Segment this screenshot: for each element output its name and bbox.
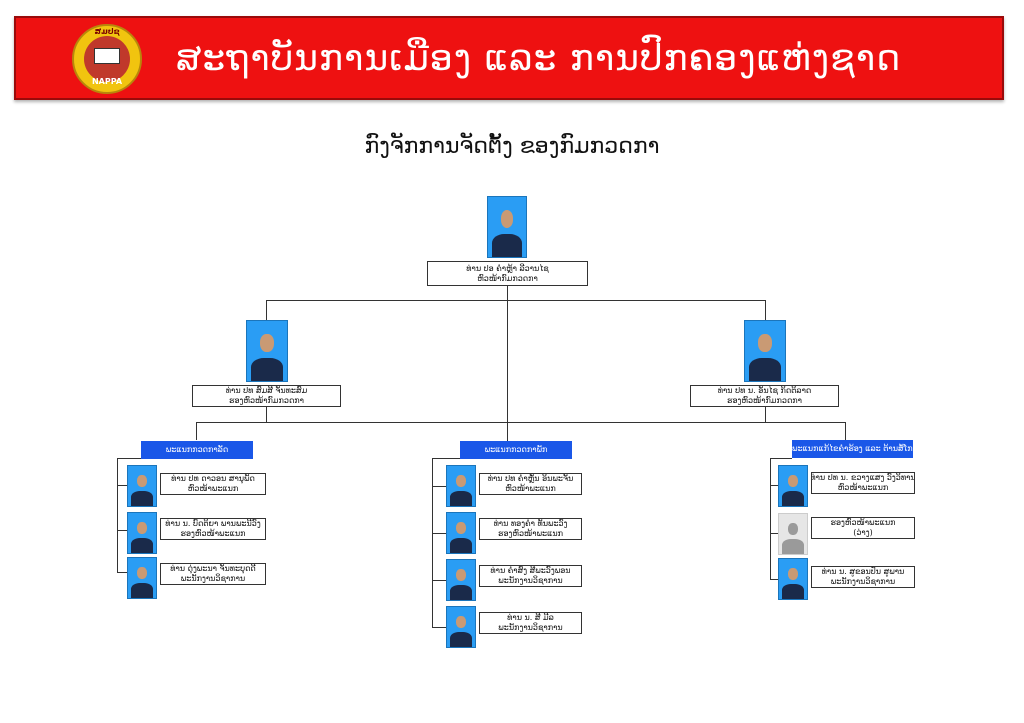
logo-top-text: ສມປຊ (94, 27, 120, 36)
dept-1-member-3-box: ທ່ານ ດຸ່ງພະນາ ຈັນທະບຸດດີ ພະນັກງານວິຊາການ (160, 563, 266, 585)
logo-book-icon (94, 48, 120, 64)
member-position: ພະນັກງານວິຊາການ (498, 623, 563, 632)
connector (765, 300, 766, 322)
member-name: ທ່ານ ນ. ສູຂອນປັນ ສູພານ (821, 567, 905, 576)
member-name: ທ່ານ ນ. ສີ ມີລ (507, 613, 554, 622)
connector (266, 406, 267, 422)
dept-1-member-2-photo (127, 512, 157, 554)
connector (432, 486, 446, 487)
dept-2-member-3-box: ທ່ານ ຄໍາສົງ ສີພະວົງພອນ ພະນັກງານວິຊາການ (479, 565, 582, 587)
dept-2-member-1-box: ທ່ານ ປທ ຄໍາຫຼັ່ນ ອິນພະຈັນ ຫົວໜ້າພະແນກ (479, 473, 582, 495)
director-photo (487, 196, 527, 258)
member-name: ທ່ານ ທອງຄໍາ ທັນພະວົງ (493, 519, 568, 528)
member-name: ທ່ານ ປທ ນ. ຂວາງແສງ ວົງວິທານ (811, 473, 915, 482)
deputy-1-position: ຮອງຫົວໜ້າກົມກວດກາ (229, 396, 304, 405)
connector (117, 458, 118, 572)
member-position: ຮອງຫົວໜ້າພະແນກ (498, 529, 563, 538)
dept-2-member-2-box: ທ່ານ ທອງຄໍາ ທັນພະວົງ ຮອງຫົວໜ້າພະແນກ (479, 518, 582, 540)
department-2-title: ພະແນກກວດກາພັກ (460, 441, 572, 459)
connector (196, 422, 197, 440)
deputy-2-box: ທ່ານ ປທ ນ. ອັນໄຊ ກິດຕິລາດ ຮອງຫົວໜ້າກົມກວ… (690, 385, 839, 407)
deputy-1-name: ທ່ານ ປທ ສົມສີ ຈັນທະສົມ (225, 386, 308, 395)
dept-3-member-1-box: ທ່ານ ປທ ນ. ຂວາງແສງ ວົງວິທານ ຫົວໜ້າພະແນກ (811, 472, 915, 494)
member-position: ພະນັກງານວິຊາການ (498, 576, 563, 585)
connector (432, 627, 446, 628)
dept-3-member-1-photo (778, 465, 808, 507)
dept-1-member-1-photo (127, 465, 157, 507)
director-position: ຫົວໜ້າກົມກວດກາ (477, 273, 538, 283)
connector (432, 458, 460, 459)
connector (117, 458, 141, 459)
connector (266, 300, 267, 322)
member-name: ທ່ານ ຄໍາສົງ ສີພະວົງພອນ (490, 566, 571, 575)
connector (845, 422, 846, 440)
dept-2-member-4-photo (446, 606, 476, 648)
dept-2-member-2-photo (446, 512, 476, 554)
logo-bottom-text: NAPPA (91, 77, 123, 86)
connector (117, 485, 127, 486)
director-box: ທ່ານ ປອ ຄໍາຫຼ້າ ລີວານໄຊ ຫົວໜ້າກົມກວດກາ (427, 261, 588, 286)
connector (770, 579, 778, 580)
connector (432, 458, 433, 628)
deputy-2-photo (744, 320, 786, 382)
department-1-title: ພະແນກກວດກາລັດ (141, 441, 253, 459)
dept-1-member-1-box: ທ່ານ ປທ ດາວອນ ສານຸພັດ ຫົວໜ້າພະແນກ (160, 473, 266, 495)
dept-2-member-3-photo (446, 559, 476, 601)
member-position: ພະນັກງານວິຊາການ (830, 577, 896, 586)
vacant-person-icon (778, 513, 808, 555)
dept-3-member-3-photo (778, 558, 808, 600)
institute-title: ສະຖາບັນການເມືອງ ແລະ ການປົກຄອງແຫ່ງຊາດ (176, 38, 902, 79)
connector (770, 458, 792, 459)
member-position: ພະນັກງານວິຊາການ (180, 574, 246, 583)
dept-1-member-2-box: ທ່ານ ນ. ບົດຕິຍາ ພານພະນີວົງ ຮອງຫົວໜ້າພະແນ… (160, 518, 266, 540)
director-name: ທ່ານ ປອ ຄໍາຫຼ້າ ລີວານໄຊ (466, 263, 549, 273)
deputy-2-name: ທ່ານ ປທ ນ. ອັນໄຊ ກິດຕິລາດ (717, 386, 812, 395)
deputy-2-position: ຮອງຫົວໜ້າກົມກວດກາ (727, 396, 802, 405)
member-position: ຮອງຫົວໜ້າພະແນກ (180, 529, 246, 538)
connector (770, 533, 778, 534)
connector (266, 300, 766, 301)
connector (507, 285, 508, 443)
member-position: (ວ່າງ) (853, 528, 873, 537)
member-name: ທ່ານ ປທ ດາວອນ ສານຸພັດ (171, 474, 255, 483)
connector (770, 458, 771, 580)
connector (765, 406, 766, 422)
nappa-logo: ສມປຊ NAPPA (72, 24, 142, 94)
connector (432, 580, 446, 581)
dept-3-member-2-box: ຮອງຫົວໜ້າພະແນກ (ວ່າງ) (811, 517, 915, 539)
deputy-1-box: ທ່ານ ປທ ສົມສີ ຈັນທະສົມ ຮອງຫົວໜ້າກົມກວດກາ (192, 385, 341, 407)
connector (117, 530, 127, 531)
deputy-1-photo (246, 320, 288, 382)
chart-title: ກົງຈັກການຈັດຕັ້ງ ຂອງກົມກວດກາ (364, 134, 660, 159)
member-name: ຮອງຫົວໜ້າພະແນກ (830, 518, 896, 527)
dept-2-member-4-box: ທ່ານ ນ. ສີ ມີລ ພະນັກງານວິຊາການ (479, 612, 582, 634)
member-name: ທ່ານ ນ. ບົດຕິຍາ ພານພະນີວົງ (165, 519, 261, 528)
department-3-title: ພະແນກແກ້ໄຂຄໍາຮ້ອງ ແລະ ຕ້ານສໍ້ໂກງ (792, 440, 917, 458)
member-name: ທ່ານ ດຸ່ງພະນາ ຈັນທະບຸດດີ (170, 564, 256, 573)
connector (770, 485, 778, 486)
member-position: ຫົວໜ້າພະແນກ (187, 484, 239, 493)
member-name: ທ່ານ ປທ ຄໍາຫຼັ່ນ ອິນພະຈັນ (487, 474, 574, 483)
dept-2-member-1-photo (446, 465, 476, 507)
dept-3-member-3-box: ທ່ານ ນ. ສູຂອນປັນ ສູພານ ພະນັກງານວິຊາການ (811, 566, 915, 588)
member-position: ຫົວໜ້າພະແນກ (837, 483, 889, 492)
dept-1-member-3-photo (127, 557, 157, 599)
connector (432, 533, 446, 534)
connector (117, 572, 127, 573)
member-position: ຫົວໜ້າພະແນກ (505, 484, 556, 493)
header-banner: ສມປຊ NAPPA ສະຖາບັນການເມືອງ ແລະ ການປົກຄອງ… (14, 16, 1004, 100)
connector (196, 422, 846, 423)
